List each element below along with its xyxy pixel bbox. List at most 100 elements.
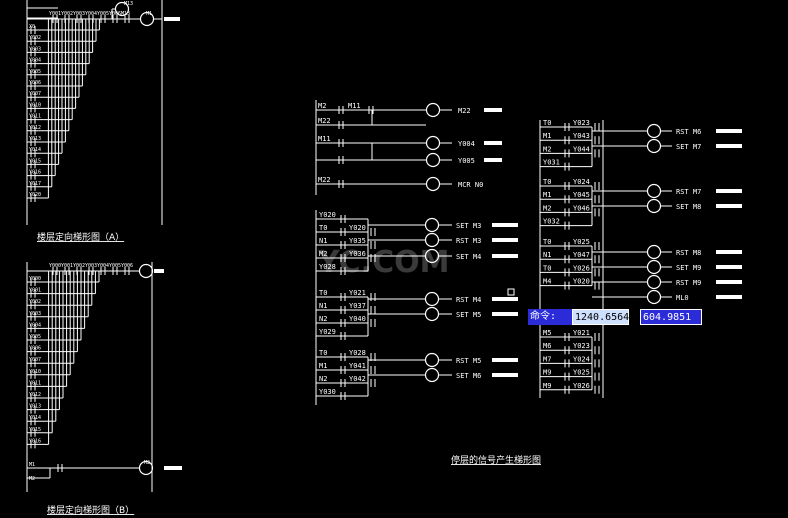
contact-label: M11: [348, 102, 361, 110]
row-label: Y014: [29, 147, 41, 153]
contact-label: Y004: [85, 11, 97, 17]
contact-label: T0: [543, 264, 551, 272]
contact-label: N2: [319, 375, 327, 383]
row-label: Y007: [29, 357, 41, 363]
coil-label: SET M5: [456, 311, 481, 319]
contact-label: Y021: [349, 289, 366, 297]
row-label: Y015: [29, 158, 41, 164]
output-bar-left-a: [164, 17, 180, 21]
contact-label: Y024: [573, 355, 590, 363]
coil-label: RST M8: [676, 249, 701, 257]
contact-label: T0: [319, 289, 327, 297]
contact-label: M1: [319, 362, 327, 370]
output-bar: [484, 108, 502, 112]
coil-label: ML0: [676, 294, 689, 302]
coil: [646, 138, 662, 154]
contact-label: Y024: [573, 178, 590, 186]
output-bar-left-b1: [154, 269, 164, 273]
contact-label: Y002: [73, 263, 85, 269]
output-bar: [716, 265, 742, 269]
coil-label: SET M6: [456, 372, 481, 380]
contact-label: Y021: [573, 329, 590, 337]
output-bar: [716, 204, 742, 208]
coil-label: RST M7: [676, 188, 701, 196]
contact-label: N1: [319, 302, 327, 310]
row-label: Y020: [29, 192, 41, 198]
coil-label: SET M4: [456, 253, 481, 261]
row-label: Y002: [29, 35, 41, 41]
contact-label: T0: [319, 224, 327, 232]
coil-left-b2: [138, 460, 154, 476]
contact-label: Y030: [319, 388, 336, 396]
output-bar: [716, 280, 742, 284]
output-bar: [492, 297, 518, 301]
contact-label: Y041: [349, 362, 366, 370]
contact-label: Y005: [97, 11, 109, 17]
contact-label: Y045: [573, 191, 590, 199]
coil-label: SET M8: [676, 203, 701, 211]
coil-left-a: [139, 11, 155, 27]
coil-label: Y005: [458, 157, 475, 165]
caption-a: 楼层定向梯形图（A）: [37, 231, 124, 243]
coordinate-x-input[interactable]: 1240.6564: [572, 309, 629, 325]
row-label: M1: [29, 462, 35, 468]
row-label: Y005: [29, 334, 41, 340]
output-bar: [716, 295, 742, 299]
coil-label: M2: [144, 460, 150, 466]
coil-left-b1: [138, 263, 154, 279]
command-label: 命令:: [528, 309, 572, 325]
contact-label: Y000: [49, 263, 61, 269]
row-label: Y007: [29, 91, 41, 97]
contact-label: Y026: [573, 382, 590, 390]
contact-label: Y003: [85, 263, 97, 269]
contact-label: T0: [543, 178, 551, 186]
output-bar-left-b2: [164, 466, 182, 470]
row-label: Y013: [29, 136, 41, 142]
coil: [424, 306, 440, 322]
row-label: Y011: [29, 114, 41, 120]
row-label: Y002: [29, 299, 41, 305]
coil-label: RST M4: [456, 296, 481, 304]
row-label: Y011: [29, 380, 41, 386]
coordinate-y-input[interactable]: 604.9851: [640, 309, 702, 325]
contact-label: M7: [543, 355, 551, 363]
contact-label: Y026: [573, 264, 590, 272]
coil-label: Y004: [458, 140, 475, 148]
contact-label: Y020: [349, 224, 366, 232]
contact-label: M1: [543, 191, 551, 199]
contact-label: M11: [318, 135, 331, 143]
contact-label: Y025: [573, 369, 590, 377]
contact-label: Y036: [349, 250, 366, 258]
contact-label: Y020: [573, 278, 590, 286]
coil-label: RST M5: [456, 357, 481, 365]
row-label: Y010: [29, 102, 41, 108]
contact-label: Y006: [109, 11, 121, 17]
contact-label: M6: [543, 342, 551, 350]
contact-label: Y004: [97, 263, 109, 269]
row-label: Y016: [29, 438, 41, 444]
contact-label: M22: [318, 117, 331, 125]
coil: [425, 176, 441, 192]
contact-label: Y037: [349, 302, 366, 310]
row-label: M2: [29, 476, 35, 482]
contact-label: Y031: [543, 159, 560, 167]
row-label: Y006: [29, 346, 41, 352]
contact-label: Y043: [573, 132, 590, 140]
contact-label: Y023: [573, 119, 590, 127]
row-label: Y012: [29, 125, 41, 131]
row-label: Y001: [29, 288, 41, 294]
coil: [424, 248, 440, 264]
marker-square: [507, 288, 515, 296]
coil: [424, 232, 440, 248]
coil-label: RST M3: [456, 237, 481, 245]
output-bar: [492, 373, 518, 377]
contact-label: M2: [543, 204, 551, 212]
row-label: Y006: [29, 80, 41, 86]
row-label: Y005: [29, 69, 41, 75]
contact-label: Y002: [61, 11, 73, 17]
coil: [424, 217, 440, 233]
coil: [646, 183, 662, 199]
output-bar: [716, 250, 742, 254]
